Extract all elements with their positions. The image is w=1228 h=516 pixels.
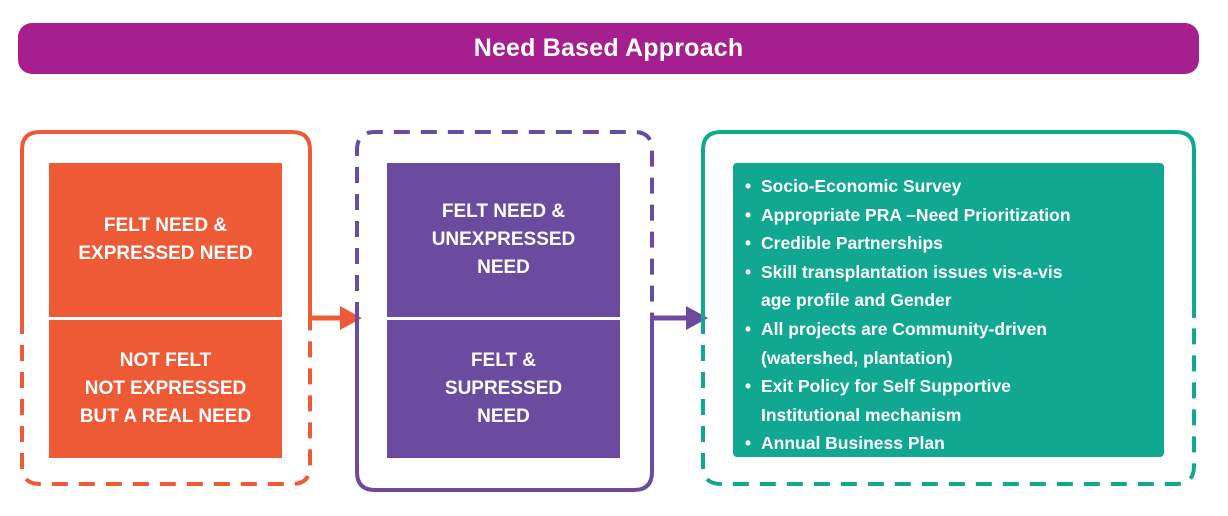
orange-frame-dashed [20, 318, 312, 486]
approach-actions-panel: Socio-Economic Survey Appropriate PRA –N… [733, 163, 1164, 458]
list-item: All projects are Community-driven (water… [745, 315, 1154, 372]
felt-suppressed-need-box: FELT & SUPRESSED NEED [387, 320, 620, 458]
not-felt-real-need-box: NOT FELT NOT EXPRESSED BUT A REAL NEED [49, 320, 282, 458]
purple-frame-dashed [355, 130, 654, 318]
title-banner: Need Based Approach [18, 23, 1199, 74]
felt-expressed-need-box: FELT NEED & EXPRESSED NEED [49, 163, 282, 317]
felt-unexpressed-need-box: FELT NEED & UNEXPRESSED NEED [387, 163, 620, 317]
purple-frame-solid [355, 318, 654, 492]
list-item: Skill transplantation issues vis-a-vis a… [745, 258, 1154, 315]
arrow-head-orange [340, 306, 362, 330]
green-frame-solid [701, 130, 1196, 318]
list-item: Socio-Economic Survey [745, 172, 1154, 201]
list-item: Appropriate PRA –Need Prioritization [745, 201, 1154, 230]
green-frame-dashed [701, 318, 1196, 486]
list-item: Credible Partnerships [745, 229, 1154, 258]
list-item: Exit Policy for Self Supportive Institut… [745, 372, 1154, 429]
arrow-head-purple [686, 306, 708, 330]
list-item: Annual Business Plan [745, 429, 1154, 458]
orange-frame-solid [20, 130, 312, 318]
diagram-title: Need Based Approach [473, 34, 744, 62]
approach-actions-list: Socio-Economic Survey Appropriate PRA –N… [745, 172, 1154, 458]
